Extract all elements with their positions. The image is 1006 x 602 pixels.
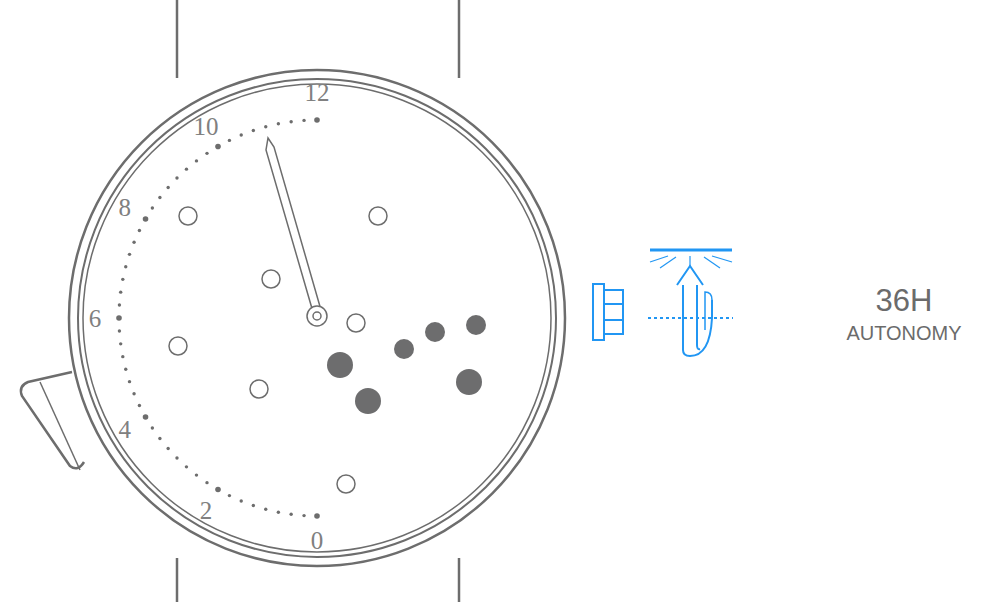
filled-dots [327,315,486,414]
scale-dot [175,456,178,459]
dial-number: 0 [311,528,324,553]
scale-dot [228,139,231,142]
scale-dot [289,513,292,516]
scale-dot [118,303,121,306]
scale-dot [215,144,221,150]
winding-icon [648,250,733,356]
dial-number: 2 [200,498,213,523]
scale-dot [138,229,141,232]
pusher [21,372,84,468]
scale-dot [252,129,255,132]
dial-number: 12 [305,80,330,105]
scale-dot [277,510,280,513]
scale-dot [128,253,131,256]
scale-dot [205,152,208,155]
dial-number: 8 [118,195,131,220]
scale-dot [166,447,169,450]
scale-dot [302,119,305,122]
scale-dot [124,368,127,371]
crown [593,284,623,340]
scale-dot [185,465,188,468]
scale-dot [151,206,154,209]
scale-dot [116,315,122,321]
autonomy-value: 36H [876,285,933,316]
scale-dot [143,216,149,222]
scale-dot [205,481,208,484]
strap-line [458,558,461,602]
scale-dot [124,265,127,268]
scale-dots [116,117,320,519]
bezel [78,79,556,557]
dial [83,84,551,552]
scale-dot [138,404,141,407]
dial-number: 10 [194,113,219,138]
pusher-edge [40,382,80,470]
scale-dot [277,122,280,125]
scale-dot [121,278,124,281]
autonomy-caption: AUTONOMY [846,323,961,343]
strap-line [176,0,179,78]
scale-dot [195,159,198,162]
scale-dot [158,437,161,440]
scale-dot [302,514,305,517]
scale-dot [195,473,198,476]
scale-dot [289,120,292,123]
scale-dot [158,196,161,199]
scale-dot [121,355,124,358]
open-dots [169,207,387,493]
strap-line [458,0,461,78]
scale-dot [175,176,178,179]
scale-dot [264,125,267,128]
scale-dot [119,342,122,345]
dial-number: 6 [89,306,102,331]
scale-dot [143,414,149,420]
scale-dot [132,392,135,395]
strap-line [176,558,179,602]
scale-dot [314,117,320,123]
scale-dot [252,504,255,507]
scale-dot [118,329,121,332]
scale-dot [228,494,231,497]
scale-dot [185,167,188,170]
scale-dot [119,290,122,293]
scale-dot [314,513,320,519]
hand [266,138,327,326]
dial-number: 4 [118,417,131,442]
scale-dot [240,499,243,502]
scale-dot [151,426,154,429]
scale-dot [132,241,135,244]
scale-dot [128,380,131,383]
scale-dot [240,133,243,136]
scale-dot [166,186,169,189]
scale-dot [215,487,221,493]
watch-case [69,70,565,566]
scale-dot [264,508,267,511]
